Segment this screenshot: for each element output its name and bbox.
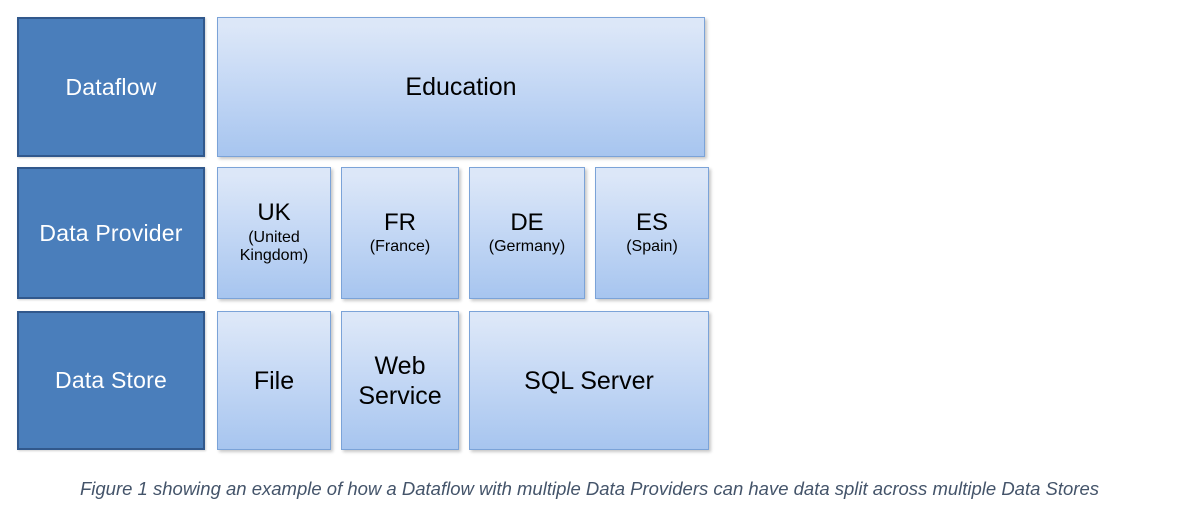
data-provider-name-es: (Spain)	[626, 238, 678, 255]
diagram-row-dataflow: Dataflow Education	[17, 17, 705, 157]
data-provider-code-es: ES	[635, 208, 668, 236]
data-provider-box-es: ES (Spain)	[595, 167, 709, 299]
row-label-data-store: Data Store	[17, 311, 205, 450]
dataflow-diagram: Dataflow Education Data Provider UK (Uni…	[17, 17, 709, 450]
data-provider-name-fr: (France)	[369, 238, 431, 255]
data-provider-box-uk: UK (United Kingdom)	[217, 167, 331, 299]
data-store-box-file: File	[217, 311, 331, 450]
data-store-box-sql-server: SQL Server	[469, 311, 709, 450]
data-provider-name-uk: (United Kingdom)	[239, 228, 309, 265]
data-store-label-file: File	[253, 366, 295, 395]
diagram-row-data-provider: Data Provider UK (United Kingdom) FR (Fr…	[17, 167, 709, 299]
data-provider-name-de: (Germany)	[488, 238, 566, 255]
dataflow-box-education: Education	[217, 17, 705, 157]
data-store-box-web-service: Web Service	[341, 311, 459, 450]
data-provider-box-de: DE (Germany)	[469, 167, 585, 299]
data-provider-code-de: DE	[510, 208, 544, 236]
row-label-data-provider: Data Provider	[17, 167, 205, 299]
row-content-dataflow: Education	[217, 17, 705, 157]
row-content-data-provider: UK (United Kingdom) FR (France) DE (Germ…	[217, 167, 709, 299]
data-provider-code-fr: FR	[384, 208, 416, 236]
figure-caption: Figure 1 showing an example of how a Dat…	[79, 478, 1100, 499]
row-content-data-store: File Web Service SQL Server	[217, 311, 709, 450]
data-provider-box-fr: FR (France)	[341, 167, 459, 299]
data-store-label-sql-server: SQL Server	[524, 366, 654, 395]
data-provider-code-uk: UK	[257, 199, 291, 227]
dataflow-box-education-label: Education	[405, 72, 517, 101]
row-label-dataflow: Dataflow	[17, 17, 205, 157]
data-store-label-web-service: Web Service	[358, 351, 442, 410]
diagram-row-data-store: Data Store File Web Service SQL Server	[17, 311, 709, 450]
